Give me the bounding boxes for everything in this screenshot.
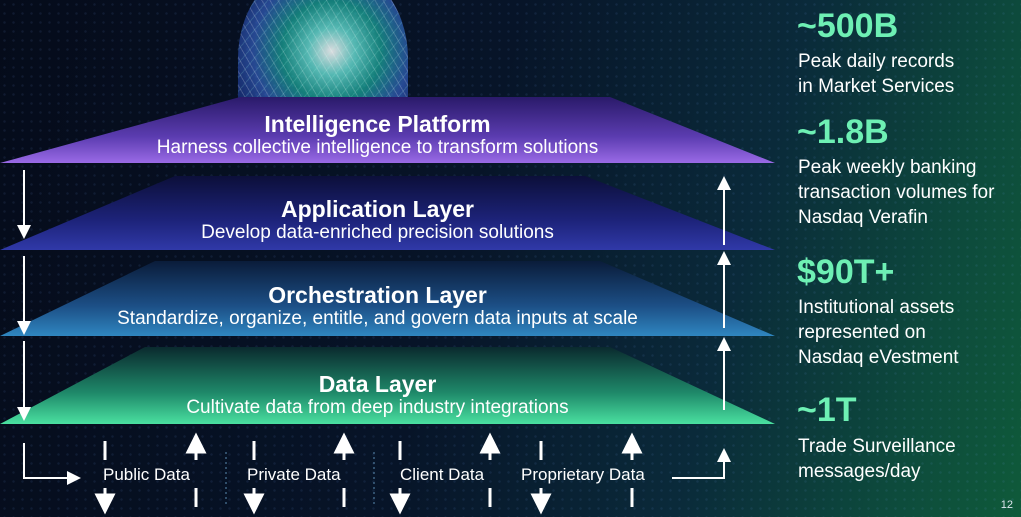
layer-subtitle: Harness collective intelligence to trans… <box>156 137 599 158</box>
source-label-public-data: Public Data <box>103 465 190 484</box>
stat-line: transaction volumes for <box>798 182 995 203</box>
stat-line: Nasdaq Verafin <box>798 207 928 228</box>
layer-title: Intelligence Platform <box>264 111 491 137</box>
source-label-private-data: Private Data <box>247 465 341 484</box>
proprietary-data-arrows <box>530 432 643 515</box>
stat-description: Institutional assets represented on Nasd… <box>798 295 959 370</box>
orchestration-layer-band <box>0 261 775 336</box>
right-flow-arrow-icon <box>672 448 731 479</box>
stat-line: Peak weekly banking <box>798 157 977 178</box>
layer-subtitle: Develop data-enriched precision solution… <box>201 222 554 243</box>
application-layer-band <box>0 176 775 250</box>
stat-value: ~1T <box>797 391 857 429</box>
layer-title: Data Layer <box>318 371 437 397</box>
layer-title: Orchestration Layer <box>268 282 487 308</box>
globe-image <box>238 0 408 100</box>
stat-description: Peak weekly banking transaction volumes … <box>798 155 994 230</box>
stat-description: Peak daily records in Market Services <box>798 49 954 99</box>
stat-line: Trade Surveillance <box>798 436 956 457</box>
private-data-arrows <box>243 432 355 515</box>
data-layer: Data Layer Cultivate data from deep indu… <box>0 371 755 419</box>
stat-value: ~500B <box>797 7 899 45</box>
public-data-arrows <box>94 432 207 515</box>
stat-value: ~1.8B <box>797 113 889 151</box>
layer-title: Application Layer <box>281 196 474 222</box>
stat-line: Institutional assets <box>798 297 955 318</box>
stat-line: represented on <box>798 322 926 343</box>
stat-line: Nasdaq eVestment <box>798 347 959 368</box>
page-number: 12 <box>1000 499 1013 511</box>
stat-value: $90T+ <box>797 253 895 291</box>
layer-subtitle: Cultivate data from deep industry integr… <box>186 397 569 418</box>
stat-line: Peak daily records <box>798 51 955 72</box>
stat-line: in Market Services <box>798 76 955 97</box>
stat-description: Trade Surveillance messages/day <box>798 434 956 484</box>
intelligence-platform-band <box>0 97 775 163</box>
source-label-proprietary-data: Proprietary Data <box>521 465 645 484</box>
stat-line: messages/day <box>798 461 921 482</box>
data-layer-band <box>0 347 775 424</box>
left-flow-arrow-icon <box>23 443 81 485</box>
client-data-arrows <box>389 432 501 515</box>
orchestration-layer: Orchestration Layer Standardize, organiz… <box>0 282 755 330</box>
intelligence-platform-layer: Intelligence Platform Harness collective… <box>0 111 755 159</box>
source-label-client-data: Client Data <box>400 465 485 484</box>
layer-subtitle: Standardize, organize, entitle, and gove… <box>117 308 638 329</box>
application-layer: Application Layer Develop data-enriched … <box>0 196 755 244</box>
